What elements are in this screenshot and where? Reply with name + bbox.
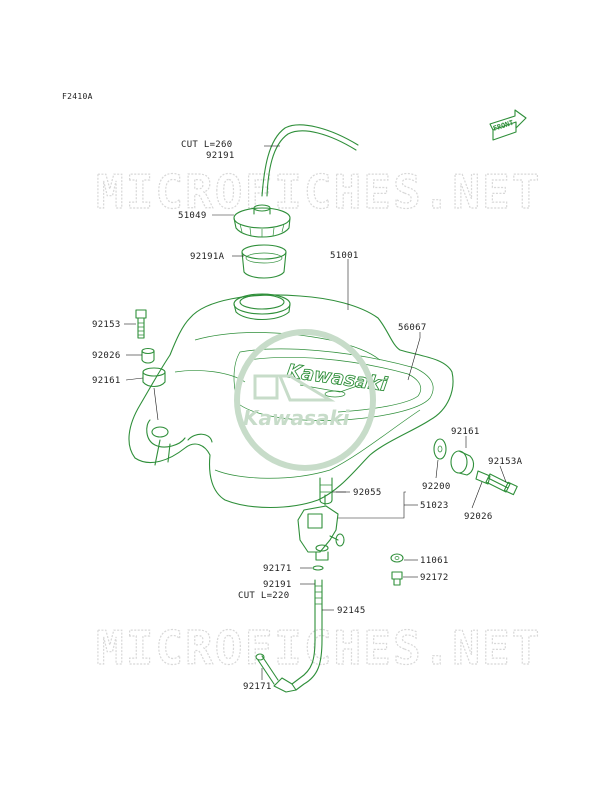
label-92191-top: 92191 (206, 151, 235, 161)
label-92171-mid: 92171 (263, 564, 292, 574)
label-92161-left: 92161 (92, 376, 121, 386)
fuel-tank (128, 293, 454, 509)
leader-lines (124, 145, 507, 680)
collar-92026-right (475, 470, 491, 485)
front-label: FRONT (492, 119, 515, 133)
bolt-92153-left (135, 309, 147, 339)
figure-code: F2410A (62, 92, 93, 101)
label-92161-right: 92161 (451, 427, 480, 437)
collar-92026-left (141, 347, 155, 364)
bolt-92153A-right (485, 473, 518, 496)
label-92172: 92172 (420, 573, 449, 583)
watermark-top: MICROFICHES.NET (96, 165, 541, 219)
label-92153A: 92153A (488, 457, 523, 467)
label-92145: 92145 (337, 606, 366, 616)
grommet-92161-right (450, 450, 475, 476)
kawasaki-logo-icon: Kawasaki (234, 329, 376, 471)
leader-left-mount (153, 387, 159, 421)
label-51023: 51023 (420, 501, 449, 511)
fuel-hose-bottom (257, 579, 323, 693)
plug-92172 (391, 571, 403, 586)
fuel-tap-assembly-51023 (297, 477, 345, 561)
label-11061: 11061 (420, 556, 449, 566)
logo-brand-text: Kawasaki (243, 406, 351, 430)
label-92026-left: 92026 (92, 351, 121, 361)
washer-92200 (433, 438, 447, 460)
label-51001: 51001 (330, 251, 359, 261)
label-cut-260: CUT L=260 (181, 140, 232, 150)
label-92191-bottom: 92191 (263, 580, 292, 590)
grommet-92161-left (142, 367, 166, 388)
label-51049: 51049 (178, 211, 207, 221)
clamp-92171-bottom (255, 653, 265, 661)
watermark-bottom: MICROFICHES.NET (96, 621, 541, 675)
breather-hose-top (261, 124, 359, 197)
fuel-cap (233, 204, 291, 238)
label-92026-right: 92026 (464, 512, 493, 522)
label-92171-bottom: 92171 (243, 682, 272, 692)
label-56067: 56067 (398, 323, 427, 333)
front-arrow-icon: FRONT (489, 109, 527, 141)
label-92191A: 92191A (190, 252, 225, 262)
label-92200: 92200 (422, 482, 451, 492)
clamp-92171-mid (312, 565, 324, 571)
filler-gasket (241, 244, 287, 279)
label-cut-220: CUT L=220 (238, 591, 289, 601)
label-92153: 92153 (92, 320, 121, 330)
label-92055: 92055 (353, 488, 382, 498)
washer-11061 (390, 553, 404, 563)
